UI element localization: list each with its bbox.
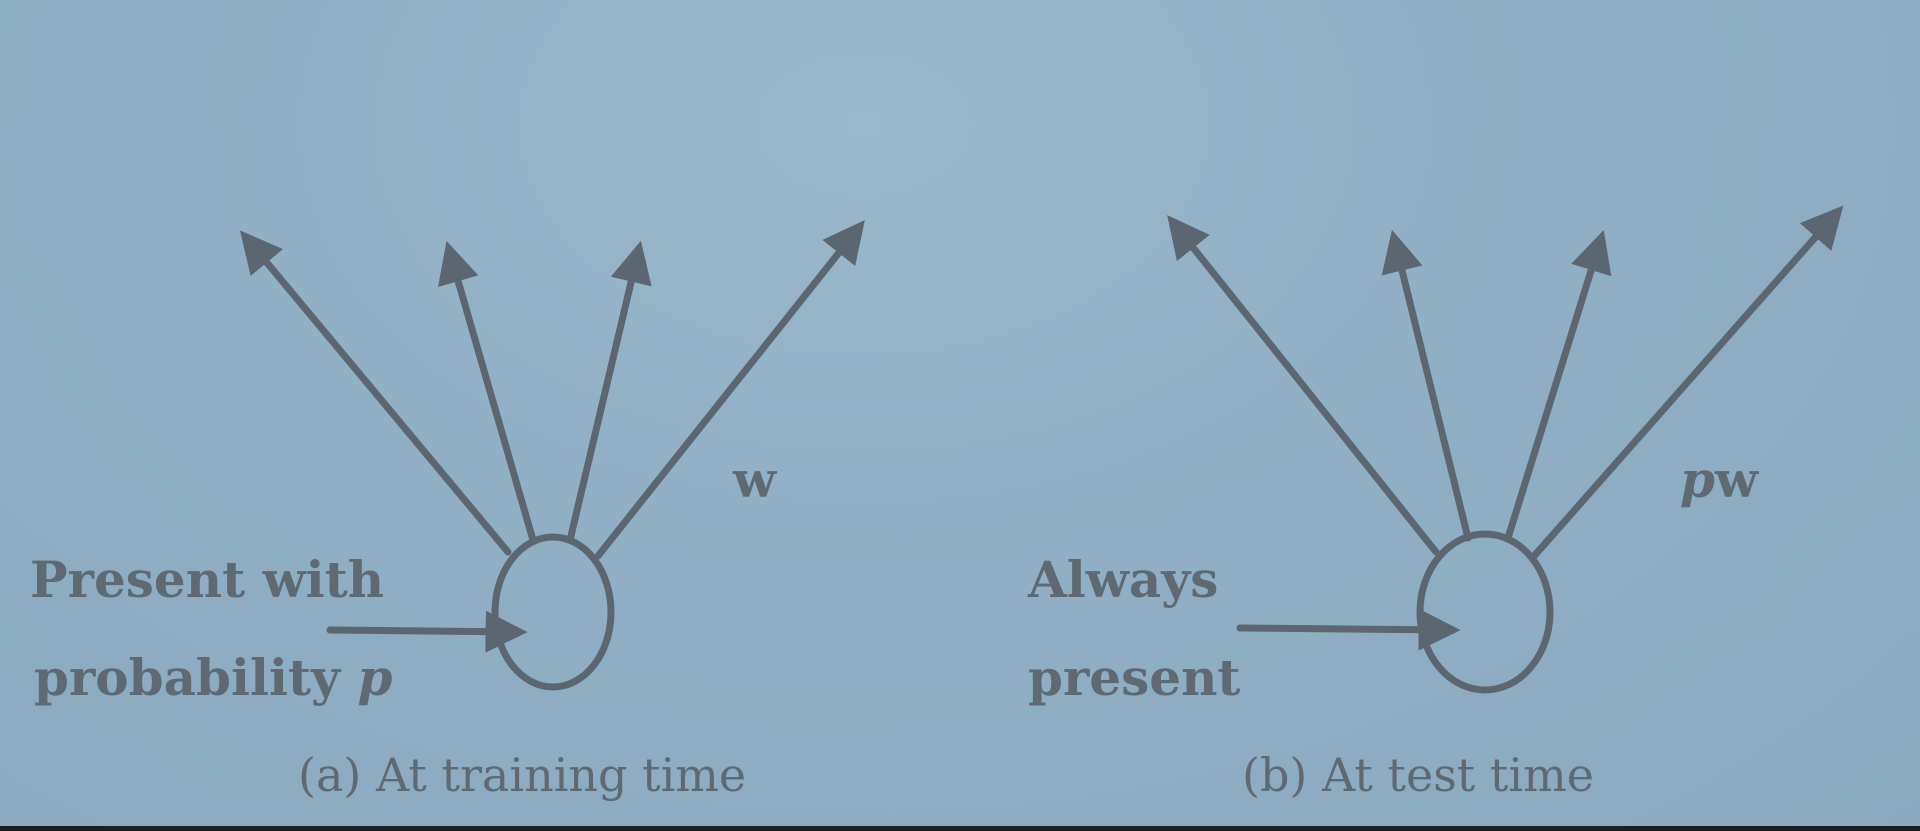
- input-label-b-line1: Always: [1028, 550, 1219, 609]
- input-label-a-line2: probability p: [34, 653, 393, 703]
- unit-a: [491, 533, 615, 691]
- input-label-a-var: p: [357, 648, 393, 707]
- output-arrow-a-3: [566, 240, 652, 544]
- output-arrow-b-4: [1531, 205, 1844, 559]
- bottom-edge: [0, 826, 1920, 831]
- input-label-a-word: probability: [34, 648, 341, 707]
- weight-label-b-rest: w: [1714, 450, 1759, 509]
- output-arrow-a-4: [594, 220, 865, 560]
- input-arrow-a: [326, 610, 528, 653]
- input-arrow-b: [1236, 608, 1461, 651]
- caption-b: (b) At test time: [1242, 748, 1594, 802]
- panel-a: [239, 220, 865, 691]
- output-arrow-a-1: [239, 230, 512, 556]
- input-label-a-line1: Present with: [30, 550, 385, 609]
- input-label-b-line2: present: [1028, 648, 1241, 707]
- output-arrow-b-3: [1504, 229, 1612, 542]
- unit-b: [1416, 530, 1554, 694]
- panel-b: [1167, 205, 1844, 694]
- weight-label-b-var: p: [1680, 450, 1715, 509]
- weight-label-b: pw: [1680, 455, 1758, 505]
- weight-label-a: w: [733, 450, 777, 509]
- output-arrow-b-2: [1381, 229, 1472, 542]
- output-arrow-b-1: [1167, 215, 1440, 556]
- caption-a: (a) At training time: [298, 748, 747, 802]
- output-arrow-a-2: [437, 240, 537, 544]
